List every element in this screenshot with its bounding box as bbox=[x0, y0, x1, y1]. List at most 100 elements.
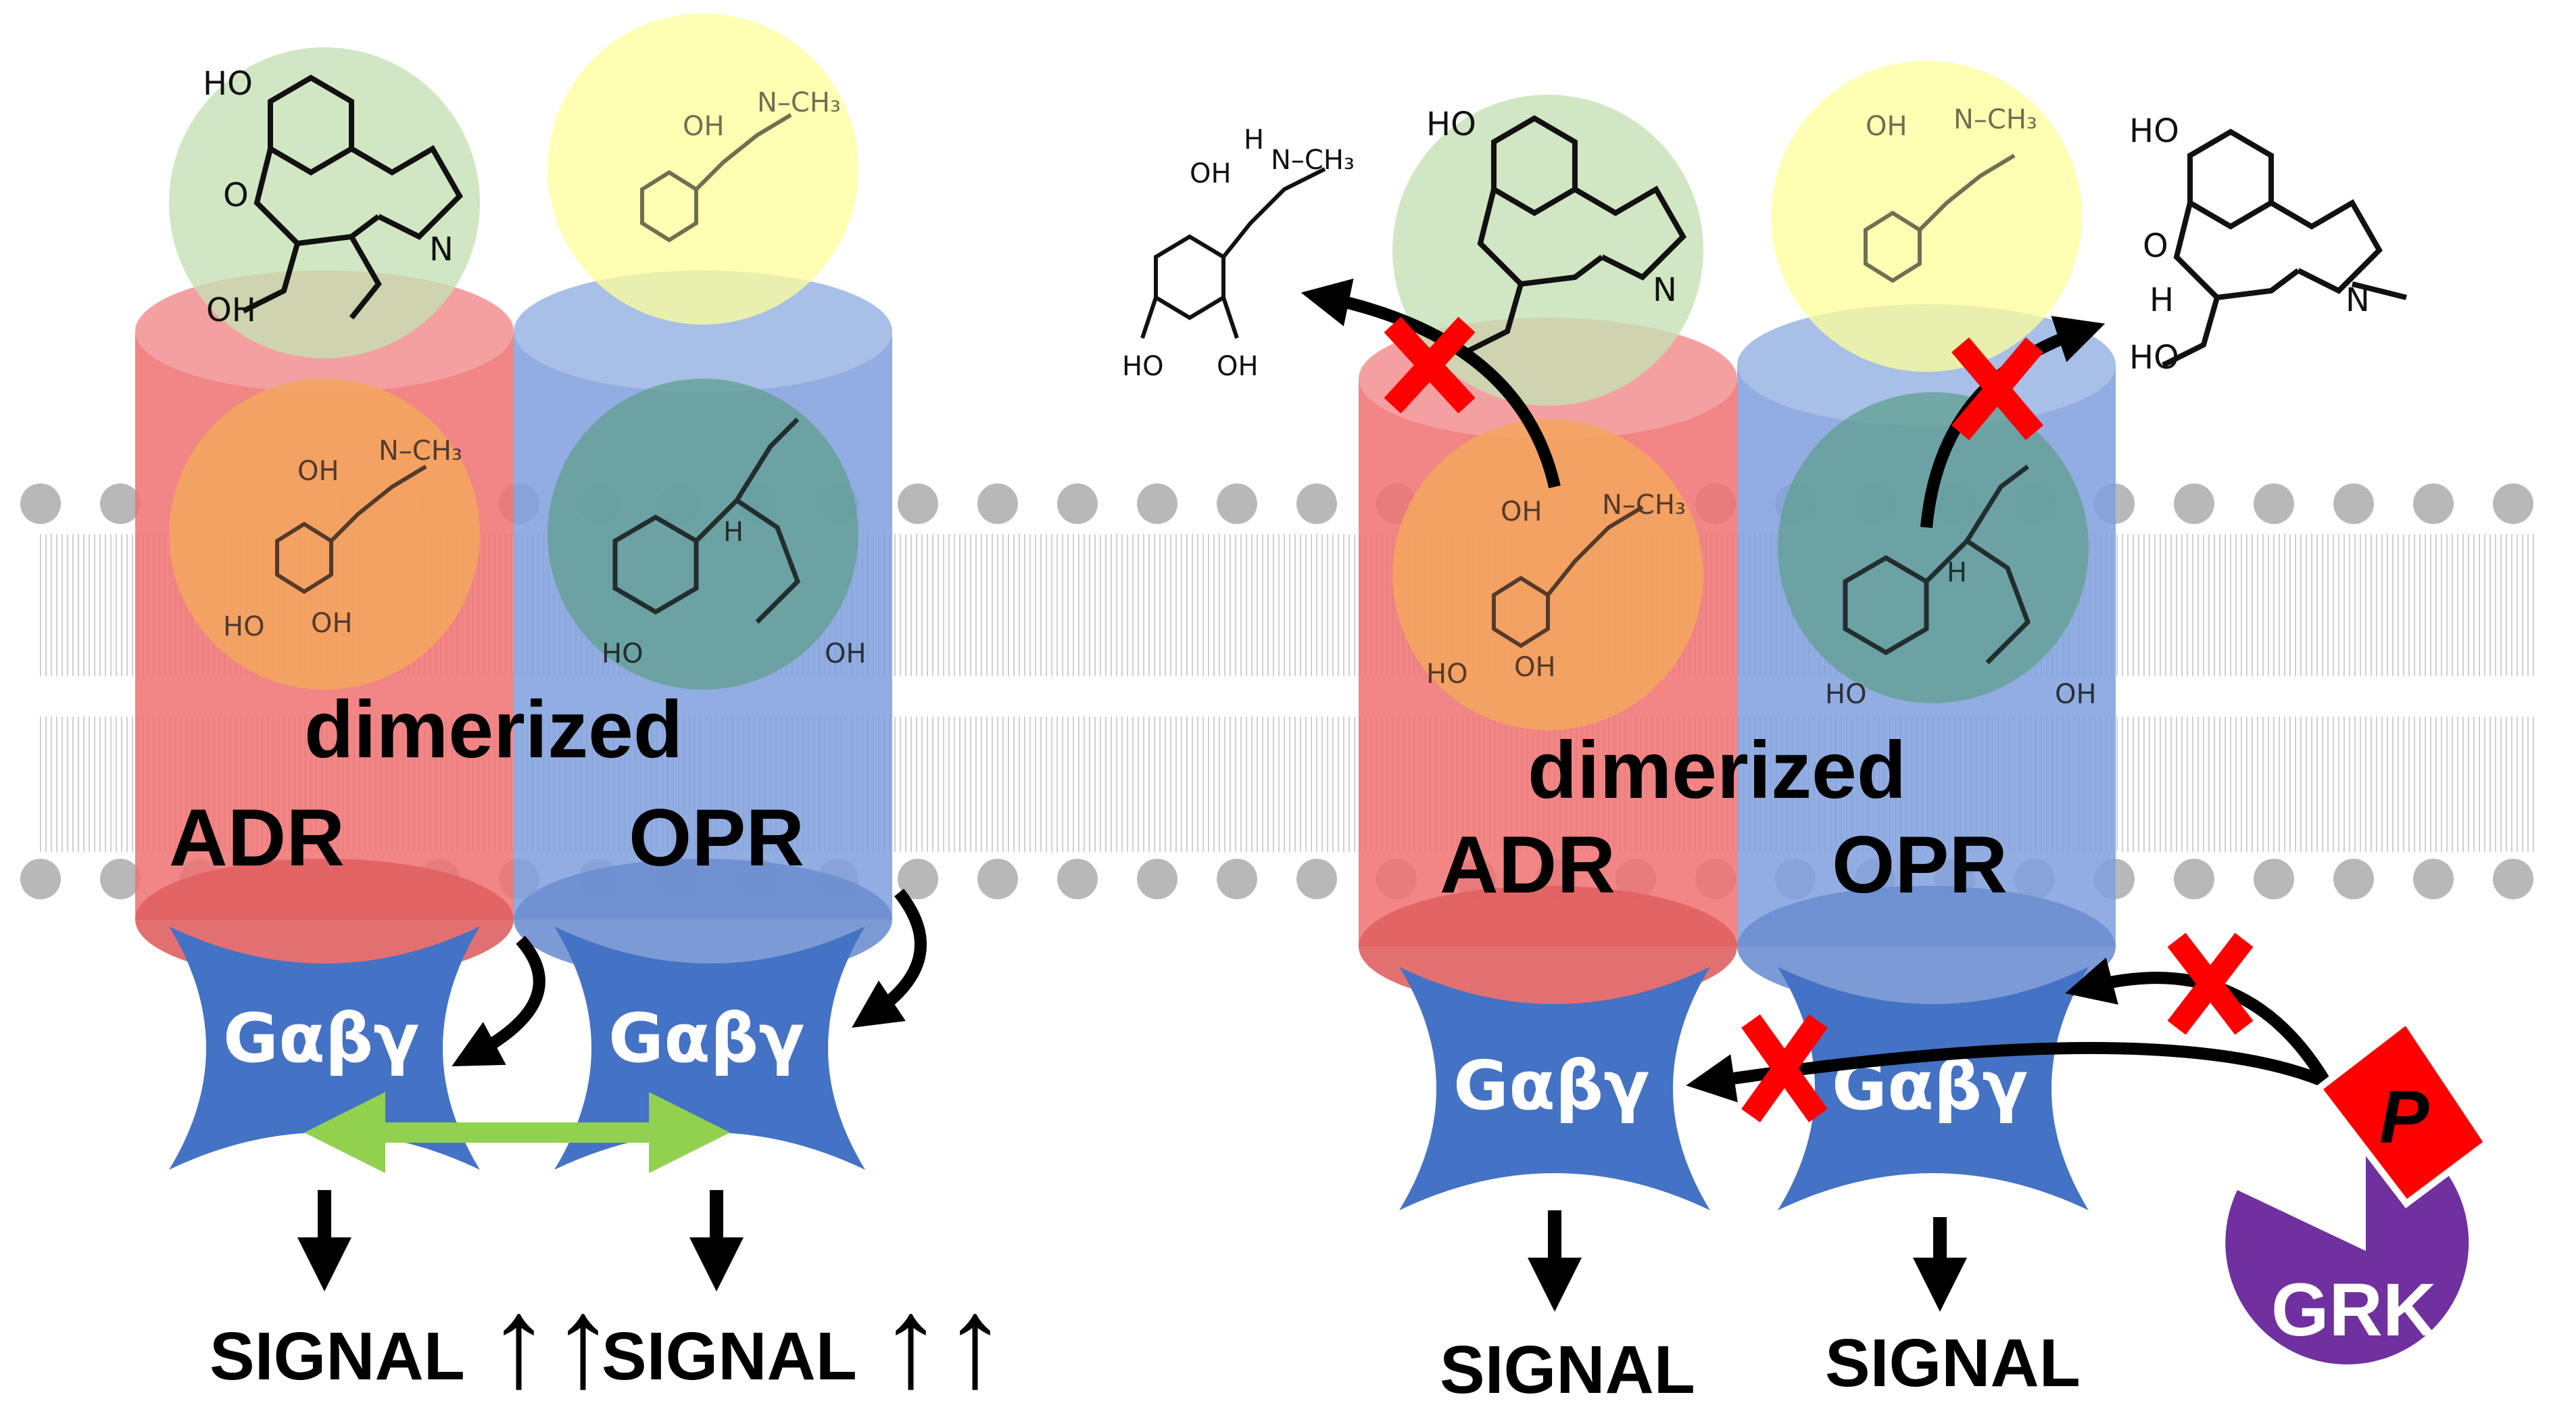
chem-label-ho: HO bbox=[1122, 351, 1164, 382]
lipid-head bbox=[2174, 859, 2214, 899]
left-panel: HO O N OH OH N–CH₃ OH N–CH₃ HO OH HO OH … bbox=[135, 14, 1007, 1414]
chem-label-ho: HO bbox=[2129, 339, 2179, 377]
epinephrine-structure-adr-right: OH N–CH₃ HO OH bbox=[1426, 490, 1686, 690]
chem-label-o: O bbox=[2143, 227, 2168, 265]
morphine-structure-top-left: HO O N OH bbox=[203, 65, 463, 329]
chem-label-n: N bbox=[2346, 281, 2370, 319]
opr-label-right: OPR bbox=[1832, 820, 2008, 910]
lipid-head bbox=[2493, 483, 2533, 524]
phosphate-tag bbox=[2313, 1016, 2492, 1208]
lipid-head bbox=[1057, 859, 1098, 899]
lipid-head bbox=[2333, 483, 2374, 524]
lipid-head bbox=[2413, 859, 2454, 899]
block-x-icon bbox=[1951, 337, 2043, 440]
opr-label-left: OPR bbox=[629, 792, 804, 883]
lipid-head bbox=[2413, 483, 2454, 524]
lipid-head bbox=[977, 859, 1018, 899]
right-panel: HO N OH N–CH₃ OH N–CH₃ HO OH HO OH H bbox=[1122, 61, 2492, 1408]
lipid-head bbox=[1137, 859, 1177, 899]
lipid-head bbox=[1296, 859, 1337, 899]
chem-label-oh: OH bbox=[297, 456, 339, 487]
chem-label-oh: OH bbox=[1217, 351, 1259, 382]
signal-label-opr-left: SIGNAL bbox=[602, 1319, 857, 1394]
activation-arrow-adr-left bbox=[452, 936, 545, 1066]
chem-label-n: N bbox=[429, 231, 454, 268]
lipid-head bbox=[100, 859, 141, 899]
blocked-release-arrow-adr bbox=[1301, 279, 1561, 488]
chem-label-oh: OH bbox=[311, 608, 353, 639]
morphine-binding-circle-left bbox=[169, 47, 480, 358]
chem-label-nch3: N–CH₃ bbox=[757, 87, 841, 118]
chem-label-h: H bbox=[2149, 281, 2174, 319]
block-x-icon bbox=[1741, 1014, 1828, 1122]
chem-label-h: H bbox=[1244, 124, 1264, 156]
chem-label-ho: HO bbox=[203, 65, 253, 103]
epinephrine-binding-circle-right bbox=[1771, 61, 2082, 372]
chem-label-oh: OH bbox=[206, 291, 256, 329]
lipid-head bbox=[2493, 859, 2533, 899]
lipid-head bbox=[898, 859, 938, 899]
morphine-structure-opr-right: HO OH H bbox=[1825, 465, 2097, 710]
morphine-in-opr-circle-right bbox=[1778, 392, 2089, 703]
chem-label-ho: HO bbox=[2129, 112, 2179, 150]
adr-label-right: ADR bbox=[1440, 820, 1615, 910]
chem-label-ho: HO bbox=[1426, 105, 1476, 143]
dimerized-label-left: dimerized bbox=[304, 684, 683, 775]
phosphate-label: P bbox=[2379, 1076, 2429, 1159]
lipid-head bbox=[2333, 859, 2374, 899]
lipid-head bbox=[100, 483, 141, 524]
epinephrine-structure-adr-left: OH N–CH₃ HO OH bbox=[223, 435, 462, 642]
chem-label-nch3: N–CH₃ bbox=[1953, 104, 2037, 135]
released-epinephrine-structure: OH H N–CH₃ HO OH bbox=[1122, 124, 1355, 382]
lipid-head bbox=[2174, 483, 2214, 524]
epinephrine-in-adr-circle-left bbox=[169, 379, 480, 690]
g-protein-label-adr-left: Gαβγ bbox=[223, 999, 419, 1078]
lipid-head bbox=[898, 483, 938, 524]
chem-label-h: H bbox=[723, 517, 744, 548]
chem-label-ho: HO bbox=[602, 638, 643, 669]
chem-label-oh: OH bbox=[1514, 652, 1556, 683]
lipid-head bbox=[20, 859, 61, 899]
signal-label-adr-left: SIGNAL bbox=[210, 1319, 465, 1394]
lipid-head bbox=[2254, 859, 2294, 899]
block-x-icon bbox=[1384, 316, 1476, 414]
lipid-head bbox=[1217, 483, 1257, 524]
lipid-head bbox=[1137, 483, 1177, 524]
lipid-head bbox=[2254, 483, 2294, 524]
chem-label-oh: OH bbox=[1866, 111, 1907, 142]
signal-up-arrows-opr-left: ↑↑ bbox=[879, 1271, 1007, 1414]
lipid-head bbox=[977, 483, 1018, 524]
g-protein-label-adr-right: Gαβγ bbox=[1453, 1046, 1649, 1125]
chem-label-oh: OH bbox=[683, 111, 725, 142]
lipid-head bbox=[1296, 483, 1337, 524]
signal-label-opr-right: SIGNAL bbox=[1825, 1325, 2081, 1401]
epinephrine-in-adr-circle-right bbox=[1392, 419, 1703, 730]
chem-label-h: H bbox=[1947, 557, 1967, 588]
chem-label-nch3: N–CH₃ bbox=[1271, 145, 1355, 176]
grk-label: GRK bbox=[2271, 1268, 2436, 1352]
adr-label-left: ADR bbox=[169, 792, 345, 883]
activation-arrow-opr-left bbox=[852, 888, 927, 1028]
lipid-head bbox=[1057, 483, 1098, 524]
released-morphine-structure: HO O H N HO bbox=[2129, 112, 2407, 377]
morphine-structure-top-right: HO N bbox=[1426, 105, 1686, 354]
chem-label-ho: HO bbox=[1426, 659, 1468, 690]
g-protein-label-opr-left: Gαβγ bbox=[608, 999, 804, 1078]
epinephrine-structure-top-right: OH N–CH₃ bbox=[1864, 104, 2037, 283]
block-x-icon bbox=[2167, 932, 2254, 1035]
chem-label-ho: HO bbox=[223, 611, 265, 642]
grk-blocked-arrow-to-adr bbox=[1686, 1042, 2328, 1103]
chem-label-oh: OH bbox=[1501, 496, 1542, 527]
lipid-head bbox=[1217, 859, 1257, 899]
chem-label-n: N bbox=[1653, 271, 1677, 309]
epinephrine-structure-top-left: OH N–CH₃ bbox=[640, 87, 841, 243]
morphine-structure-opr-left: HO OH H bbox=[602, 417, 867, 669]
signal-label-adr-right: SIGNAL bbox=[1440, 1332, 1695, 1408]
epinephrine-binding-circle-left bbox=[548, 14, 858, 325]
chem-label-o: O bbox=[223, 176, 249, 214]
chem-label-oh: OH bbox=[1190, 158, 1232, 189]
lipid-head bbox=[20, 483, 61, 524]
chem-label-nch3: N–CH₃ bbox=[1602, 490, 1686, 521]
chem-label-oh: OH bbox=[2055, 679, 2097, 710]
